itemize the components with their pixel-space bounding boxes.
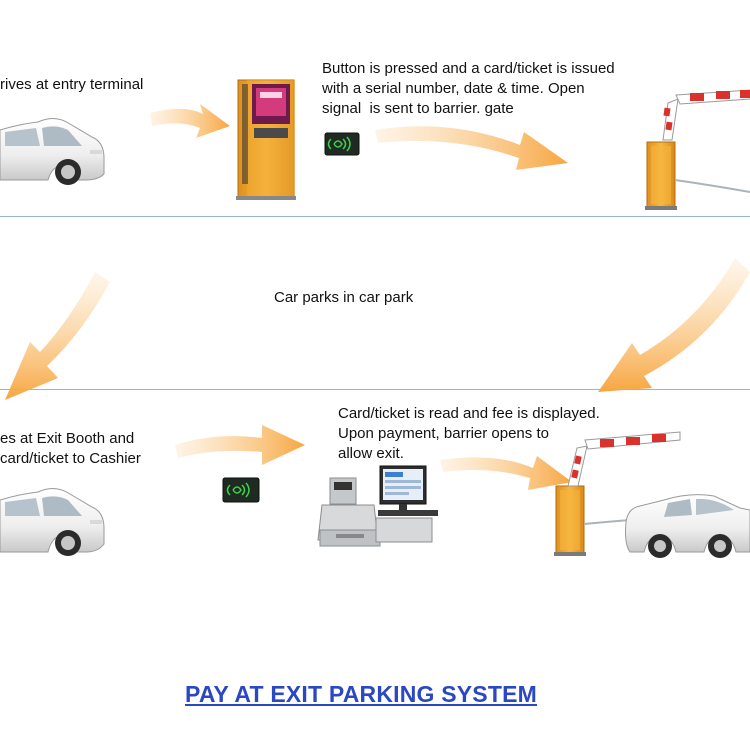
entry-terminal-icon: [236, 79, 296, 200]
arrow-ticket-to-barrier: [375, 126, 568, 170]
arrow-entry-to-terminal: [150, 104, 230, 138]
barrier-gate-icon: [554, 431, 681, 556]
cash-register-icon: [317, 477, 381, 547]
computer-monitor-icon: [375, 465, 438, 543]
step-entry-text: rives at entry terminal: [0, 76, 144, 93]
step-parks-text: Car parks in car park: [274, 289, 414, 306]
arrow-booth-to-cashier: [175, 425, 305, 465]
rfid-card-icon: [222, 477, 260, 503]
step-issue-text: Button is pressed and a card/ticket is i…: [322, 60, 615, 117]
barrier-gate-icon: [645, 89, 750, 210]
car-icon: [0, 488, 105, 556]
car-icon: [0, 118, 105, 185]
step-read-fee-text: Card/ticket is read and fee is displayed…: [338, 405, 600, 462]
rfid-card-icon: [324, 132, 360, 156]
car-icon: [625, 494, 750, 558]
arrow-cashier-to-exit-barrier: [440, 456, 572, 490]
arrow-park-to-exit-right: [598, 258, 750, 392]
row-divider-bottom: [0, 389, 750, 390]
row-divider-top: [0, 216, 750, 217]
diagram-title[interactable]: PAY AT EXIT PARKING SYSTEM: [185, 681, 537, 707]
step-exit-booth-text: es at Exit Booth and card/ticket to Cash…: [0, 430, 141, 467]
arrow-park-to-exit-left: [5, 272, 110, 400]
